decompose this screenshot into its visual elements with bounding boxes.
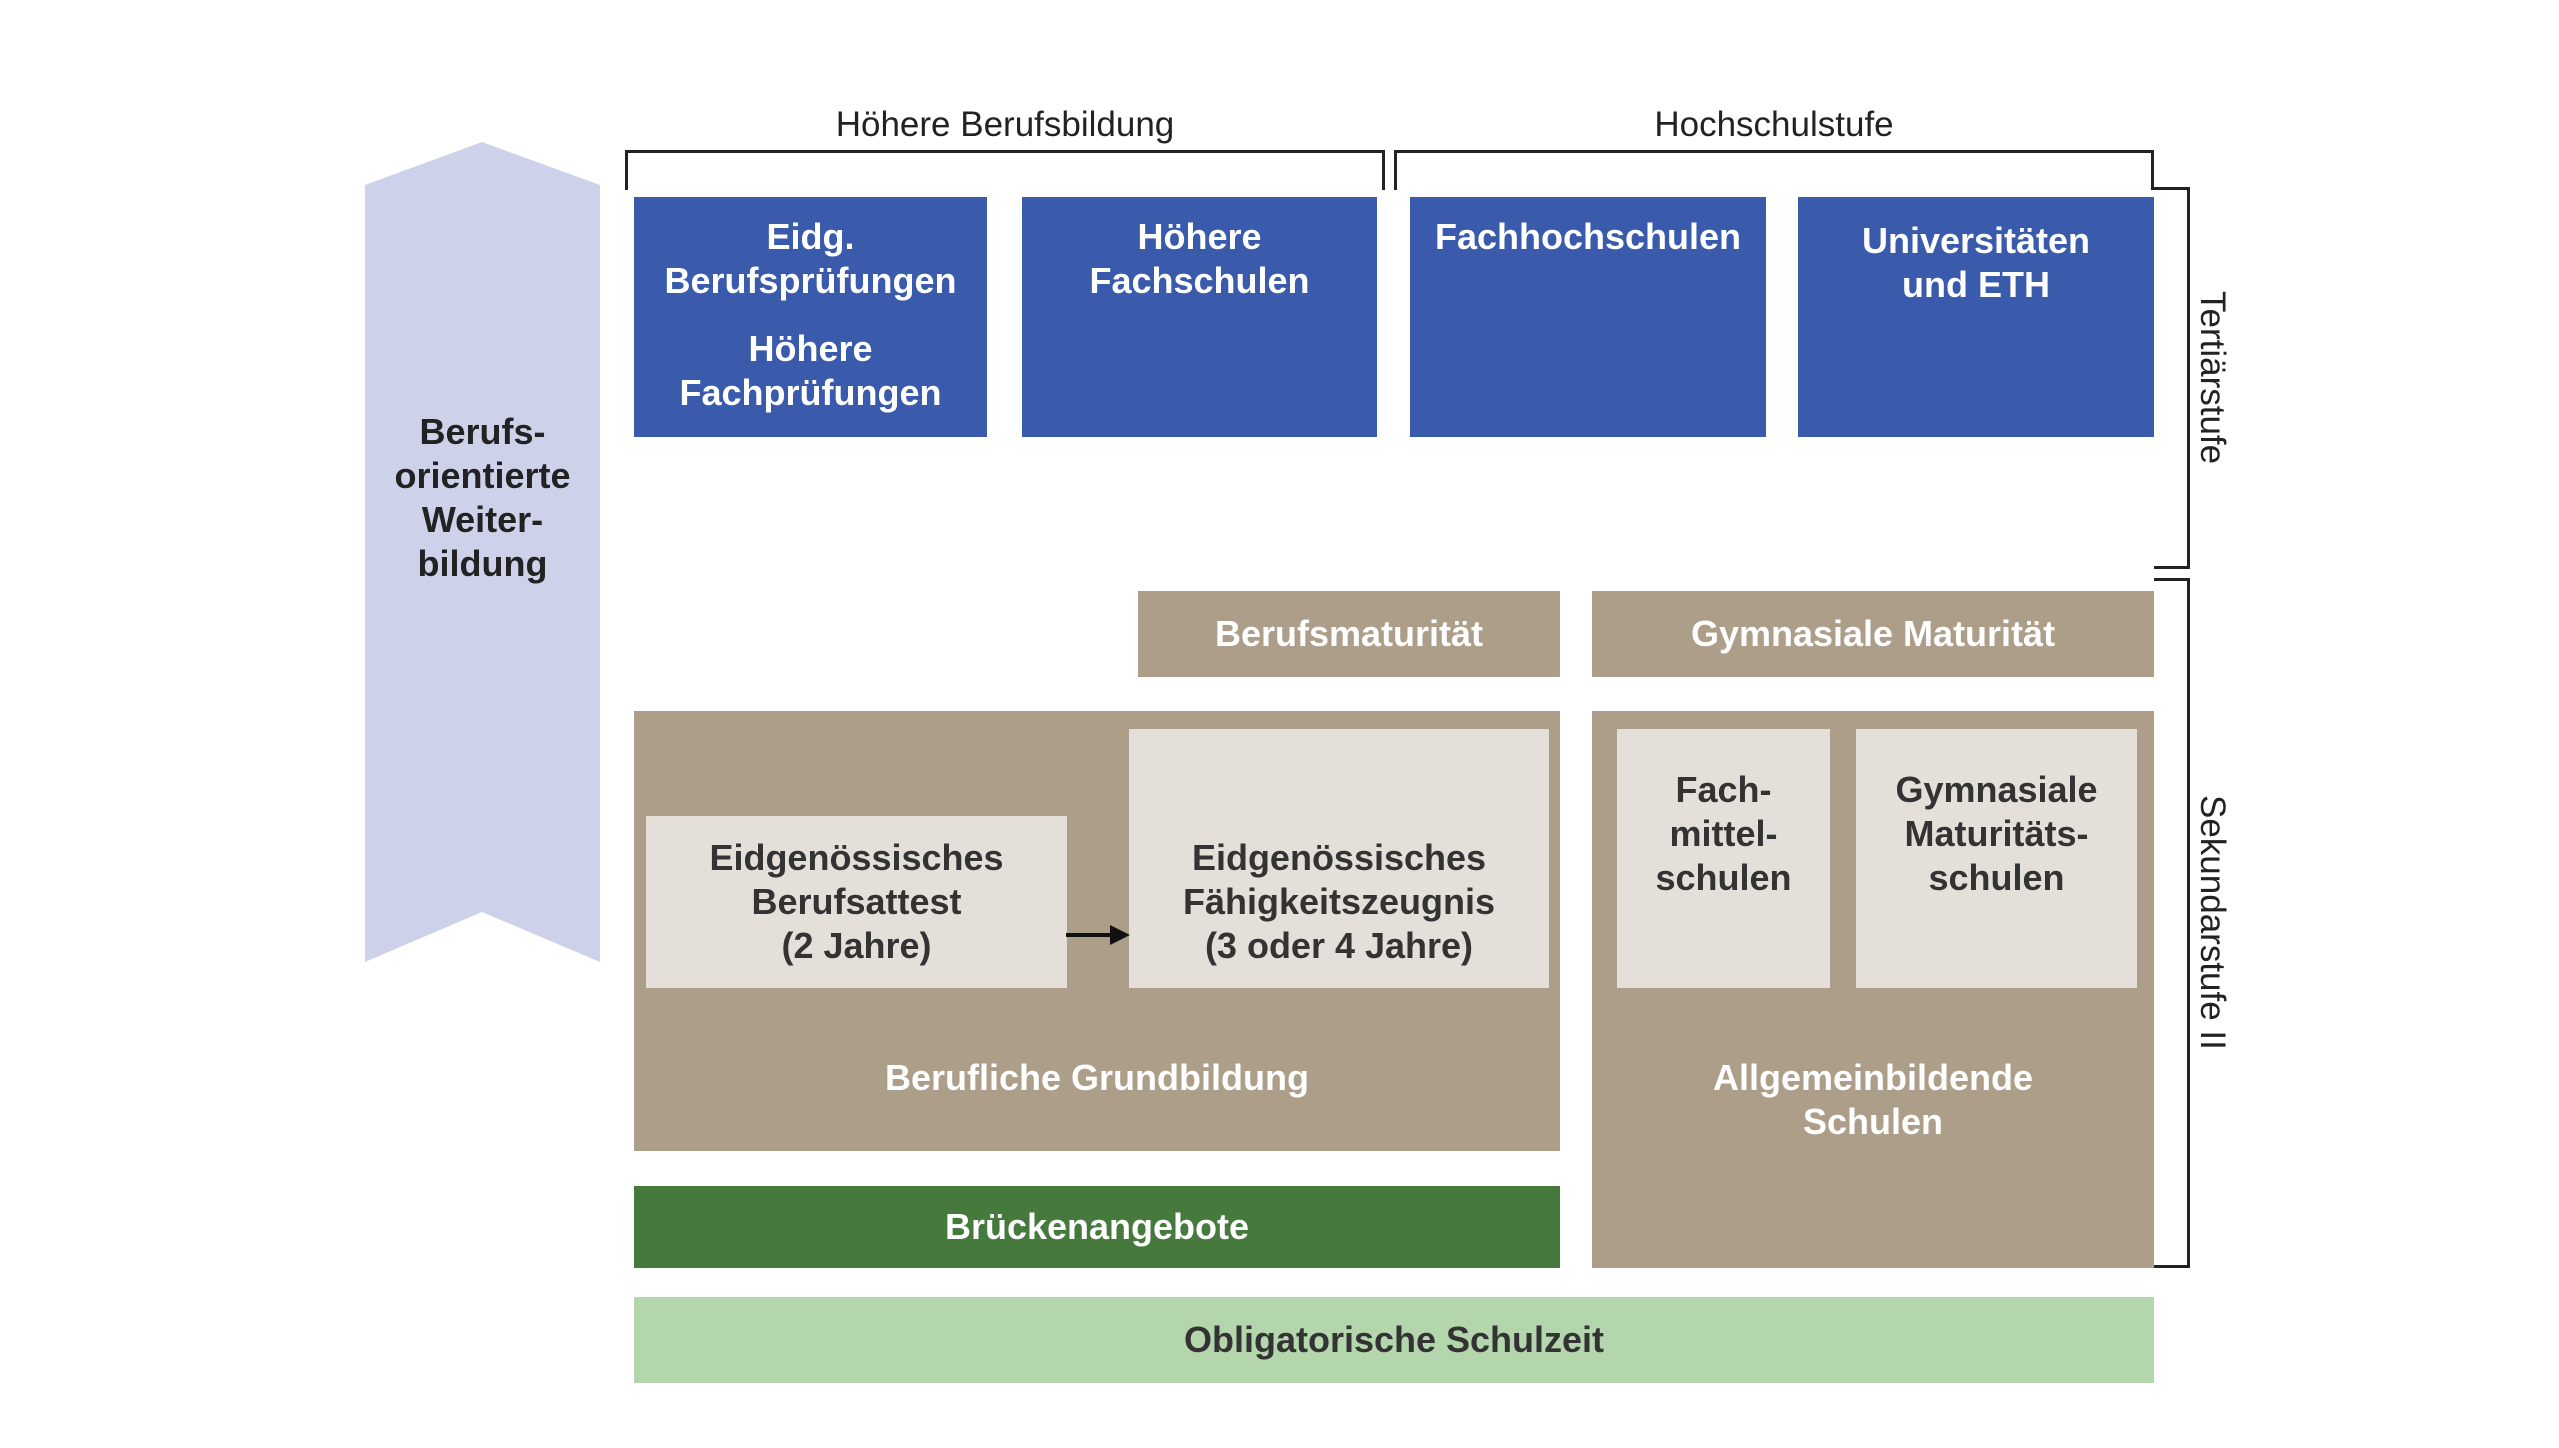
group-label-hochschulstufe: Hochschulstufe — [1654, 105, 1894, 144]
box-brueckenangebote: Brückenangebote — [634, 1186, 1560, 1268]
box-label-fachpruefungen: Höhere Fachprüfungen — [679, 328, 942, 413]
box-label-fachmittelschulen: Fach- mittel- schulen — [1655, 768, 1792, 898]
weiterbildung-label: Berufs- orientierte Weiter- bildung — [394, 411, 571, 584]
box-hoehere-fachschulen: Höhere Fachschulen — [1022, 197, 1377, 437]
box-fachmittelschulen: Fach- mittel- schulen — [1617, 729, 1830, 988]
level-label-sekundarstufe: Sekundarstufe II — [2193, 795, 2232, 1050]
group-label-hoehere-berufsbildung: Höhere Berufsbildung — [835, 105, 1175, 144]
bracket-tertiaerstufe — [2154, 187, 2190, 569]
box-fachhochschulen: Fachhochschulen — [1410, 197, 1766, 437]
box-label-gymnasiale-maturitaet: Gymnasiale Maturität — [1690, 613, 2056, 654]
box-label-universitaeten: Universitäten und ETH — [1861, 220, 2091, 305]
box-maturitaetsschulen: Gymnasiale Maturitäts- schulen — [1856, 729, 2137, 988]
box-label-maturitaetsschulen: Gymnasiale Maturitäts- schulen — [1895, 768, 2098, 898]
bracket-sekundarstufe — [2154, 578, 2190, 1268]
box-label-berufsattest: Eidgenössisches Berufsattest (2 Jahre) — [709, 837, 1004, 966]
box-label-hoehere-fachschulen: Höhere Fachschulen — [1089, 216, 1310, 301]
box-label-berufspruefungen: Eidg. Berufsprüfungen — [664, 216, 957, 301]
box-gymnasiale-maturitaet: Gymnasiale Maturität — [1592, 591, 2154, 677]
level-label-tertiaerstufe: Tertiärstufe — [2193, 291, 2232, 465]
box-universitaeten: Universitäten und ETH — [1798, 197, 2154, 437]
box-label-faehigkeitszeugnis: Eidgenössisches Fähigkeitszeugnis (3 ode… — [1182, 837, 1496, 966]
box-label-allgemeinbildende: Allgemeinbildende Schulen — [1712, 1057, 2034, 1142]
box-label-berufliche-grundbildung: Berufliche Grundbildung — [885, 1057, 1309, 1098]
box-label-fachhochschulen: Fachhochschulen — [1434, 216, 1742, 257]
bracket-hochschulstufe — [1394, 150, 2154, 190]
bracket-hoehere-berufsbildung — [625, 150, 1385, 190]
chevron-shape — [365, 142, 600, 962]
box-label-brueckenangebote: Brückenangebote — [944, 1206, 1250, 1247]
box-label-berufsmaturitaet: Berufsmaturität — [1214, 613, 1484, 654]
box-label-obligatorische: Obligatorische Schulzeit — [1183, 1319, 1605, 1360]
box-faehigkeitszeugnis: Eidgenössisches Fähigkeitszeugnis (3 ode… — [1129, 729, 1549, 988]
box-berufsmaturitaet: Berufsmaturität — [1138, 591, 1560, 677]
arrow-head — [1110, 925, 1130, 945]
box-berufsattest: Eidgenössisches Berufsattest (2 Jahre) — [646, 816, 1067, 988]
box-eidg-pruefungen: Eidg. Berufsprüfungen Höhere Fachprüfung… — [634, 197, 987, 437]
arrow-attest-to-zeugnis — [1066, 925, 1130, 945]
weiterbildung-chevron — [365, 142, 600, 962]
box-obligatorische-schulzeit: Obligatorische Schulzeit — [634, 1297, 2154, 1383]
